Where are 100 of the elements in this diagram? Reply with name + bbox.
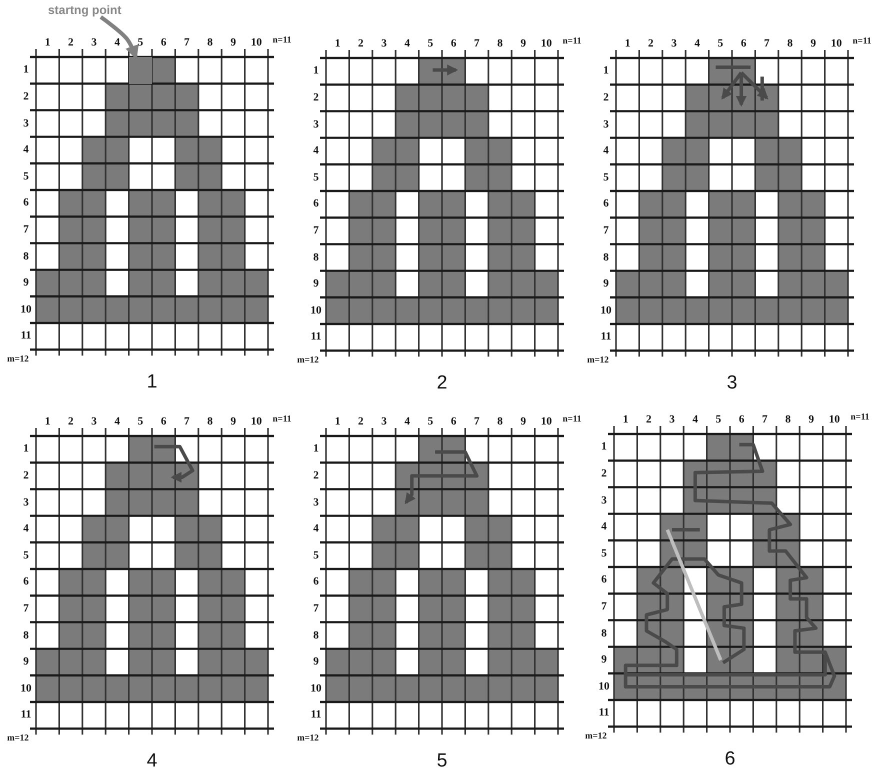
row-number: 9 [23,278,29,289]
column-number: 2 [358,38,364,50]
column-number: 8 [497,38,503,50]
column-number: 9 [520,416,526,428]
row-number: 3 [603,119,609,130]
callout-text: startng point [48,3,122,17]
row-number: 2 [601,468,607,480]
row-number: 6 [603,198,609,210]
row-number: 9 [313,656,319,668]
row-number: 7 [601,601,607,612]
row-number: 2 [313,470,319,482]
row-number: 7 [313,603,319,614]
column-number: 9 [520,38,526,50]
column-number: 9 [808,414,814,426]
row-number: 7 [23,224,29,236]
row-number: 11 [598,708,610,719]
panel-number: 2 [436,373,448,392]
column-number: 9 [230,38,236,48]
column-number: 6 [740,38,746,50]
row-number: 8 [313,630,319,641]
panel-number: 6 [724,749,736,768]
grid-cell [128,57,152,84]
column-number: 7 [184,416,190,428]
row-number: 8 [313,252,319,263]
row-number: 7 [603,225,609,236]
row-number: 1 [313,444,319,455]
row-number: 6 [601,574,607,586]
row-number: 3 [601,495,607,506]
column-number: 6 [160,416,166,428]
row-number: 5 [601,548,607,560]
row-number: 10 [20,304,32,316]
column-number: 7 [184,38,190,48]
column-number: 2 [648,38,654,50]
row-number: 9 [603,278,609,290]
row-number: 3 [313,497,319,508]
column-number: 3 [671,38,677,50]
column-number: 1 [334,38,340,50]
row-count-label: m=12 [297,355,319,364]
row-number: 5 [313,172,319,184]
row-number: 8 [23,630,29,641]
row-number: 7 [23,603,29,614]
column-number: 5 [428,416,434,428]
column-number: 1 [334,416,340,428]
row-number: 5 [23,550,29,562]
column-number: 2 [646,414,652,426]
row-number: 5 [313,550,319,562]
column-number: 10 [250,416,262,428]
row-number: 8 [603,252,609,263]
column-count-label: n=11 [852,36,872,46]
column-count-label: n=11 [562,36,582,46]
panel-number: 3 [726,373,738,392]
column-count-label: n=11 [562,414,582,424]
row-number: 11 [20,710,32,721]
column-number: 4 [694,38,700,50]
row-number: 9 [313,278,319,290]
column-number: 10 [540,38,552,50]
column-number: 10 [828,414,840,426]
column-number: 1 [44,38,50,48]
row-number: 10 [600,305,612,316]
row-count-label: m=12 [585,731,607,740]
column-number: 5 [716,414,722,426]
column-number: 7 [762,414,768,426]
row-number: 6 [313,576,319,588]
row-number: 11 [600,332,612,343]
row-number: 11 [310,332,322,343]
row-number: 8 [601,628,607,639]
column-number: 8 [207,38,213,48]
column-number: 7 [474,416,480,428]
panel-number: 4 [146,751,158,770]
row-number: 2 [603,92,609,104]
column-number: 6 [738,414,744,426]
row-number: 10 [310,305,322,316]
column-number: 1 [622,414,628,426]
column-number: 7 [764,38,770,50]
row-number: 9 [601,654,607,666]
row-number: 10 [310,683,322,694]
row-number: 11 [20,330,32,342]
panel-number: 5 [436,751,448,770]
row-number: 6 [23,198,29,209]
column-number: 9 [810,38,816,50]
column-number: 3 [91,416,97,428]
row-number: 1 [313,66,319,77]
row-number: 11 [310,710,322,721]
column-number: 8 [785,414,791,426]
column-count-label: n=11 [272,36,292,44]
row-number: 1 [603,66,609,77]
row-number: 1 [23,444,29,455]
row-count-label: m=12 [7,733,29,742]
row-number: 4 [313,524,319,535]
column-number: 4 [114,416,120,428]
column-count-label: n=11 [850,412,870,422]
column-number: 8 [207,416,213,428]
leader-arrow [100,15,139,60]
column-number: 10 [830,38,842,50]
row-number: 10 [598,681,610,692]
row-number: 5 [603,172,609,184]
column-number: 3 [669,414,675,426]
column-number: 3 [91,38,97,48]
row-number: 4 [23,144,29,156]
column-number: 6 [450,416,456,428]
